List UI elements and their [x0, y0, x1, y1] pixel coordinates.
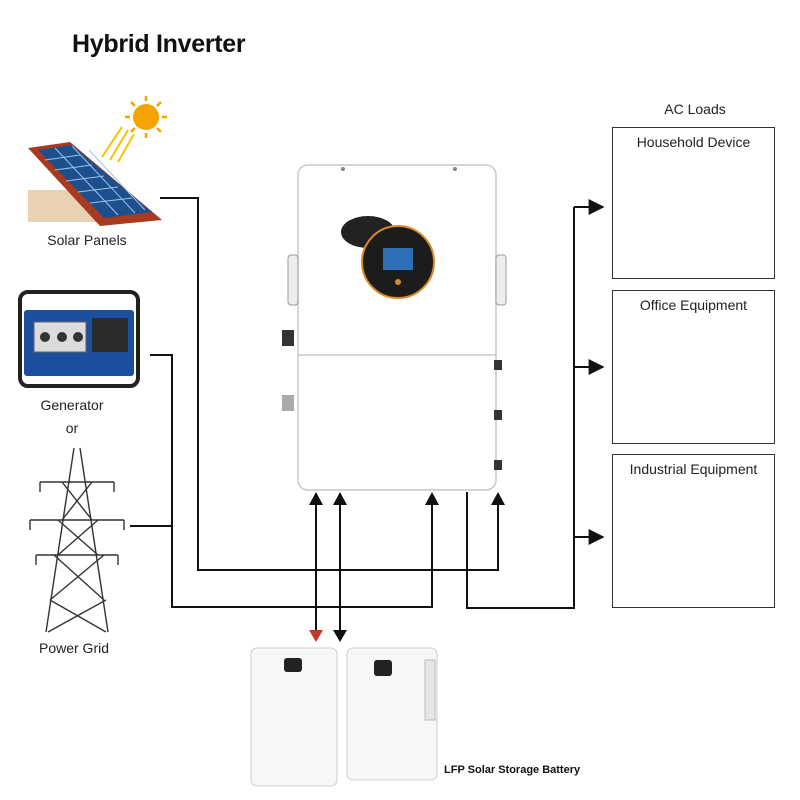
power-grid-label: Power Grid	[38, 640, 110, 656]
office-equipment-panel: Office Equipment	[612, 290, 775, 444]
ac-loads-header: AC Loads	[664, 101, 726, 117]
industrial-equipment-panel: Industrial Equipment	[612, 454, 775, 608]
solar-panels-label: Solar Panels	[47, 232, 127, 248]
office-equipment-title: Office Equipment	[639, 297, 748, 313]
hybrid-inverter-unit	[282, 164, 507, 491]
household-device-panel: Household Device	[612, 127, 775, 279]
generator-label: Generator	[40, 397, 104, 413]
industrial-equipment-title: Industrial Equipment	[629, 461, 758, 477]
sun-icon	[101, 96, 167, 163]
solar-panels-icon	[28, 142, 162, 226]
page-title: Hybrid Inverter	[72, 30, 246, 58]
household-device-title: Household Device	[636, 134, 751, 150]
lfp-battery-units	[250, 647, 438, 787]
generator-icon	[18, 290, 140, 388]
or-label: or	[65, 420, 79, 436]
power-grid-icon	[29, 447, 125, 633]
arrowheads	[309, 492, 505, 642]
wires	[130, 197, 605, 632]
battery-label: LFP Solar Storage Battery	[444, 764, 581, 776]
